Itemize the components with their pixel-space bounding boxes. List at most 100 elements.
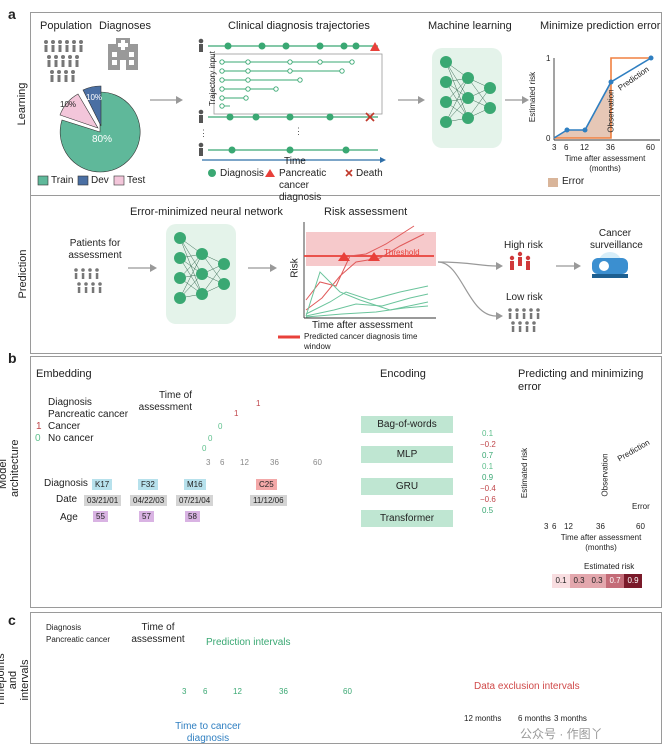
split-pie-chart: [59, 85, 141, 173]
age-1: 55: [93, 511, 108, 522]
date-4: 11/12/06: [250, 495, 287, 506]
b-chart-xtick-6: 6: [552, 522, 557, 531]
risk-assessment-title: Risk assessment: [324, 206, 408, 218]
low-risk-icon: [508, 308, 540, 332]
legend-test: Test: [127, 175, 146, 186]
code-m16: M16: [184, 479, 206, 490]
exclusion-12: 12 months: [464, 714, 502, 723]
side-model-architecture: Model architecture: [0, 439, 21, 497]
encoding-title: Encoding: [380, 368, 426, 380]
b-chart-error: Error: [632, 502, 650, 511]
b-chart-xtick-3: 3: [544, 522, 549, 531]
legend-dev: Dev: [91, 175, 109, 186]
legend-train: Train: [51, 175, 74, 186]
svg-text:⋮: ⋮: [294, 126, 303, 136]
error-legend: Error: [562, 176, 585, 187]
panel-a-label: a: [8, 6, 16, 22]
c-tick-36: 36: [279, 687, 288, 696]
vec-0: 0.1: [482, 429, 494, 438]
hospital-icon: [108, 38, 138, 70]
death-cross-icon: [365, 112, 375, 122]
risk-assessment-ylabel: Risk: [289, 258, 301, 278]
diagnosis-dots: [224, 42, 360, 154]
time-to-cancer-label: Time to cancer diagnosis: [175, 721, 241, 744]
b-tick-6: 6: [220, 458, 225, 467]
encoder-transformer: Transformer: [361, 510, 453, 527]
legend-b-diagnosis: Diagnosis: [48, 397, 92, 408]
risk-observation: Observation: [606, 89, 616, 133]
vec-4: 0.9: [482, 473, 494, 482]
patients-label: Patients for assessment: [68, 238, 122, 261]
time-of-assessment-c: Time of assessment: [131, 622, 185, 645]
date-1: 03/21/01: [84, 495, 122, 506]
b-tick-60: 60: [313, 458, 322, 467]
vec-5: −0.4: [480, 484, 496, 493]
legend-b-nocancer: No cancer: [48, 433, 94, 444]
high-risk-label: High risk: [504, 240, 543, 251]
risk-xtick-6: 6: [564, 143, 569, 152]
panel-c: [30, 612, 662, 744]
time-of-assessment-b: Time of assessment: [138, 390, 192, 413]
risk-xtick-60: 60: [646, 143, 655, 152]
risk-xlabel: Time after assessment (months): [564, 154, 646, 173]
risk-ytick-0: 0: [546, 134, 551, 143]
predicted-window-label: Predicted cancer diagnosis time window: [304, 332, 418, 351]
embedding-title: Embedding: [36, 368, 92, 380]
row-label-age: Age: [60, 512, 78, 523]
trajectory-input-box: [213, 53, 383, 115]
panel-a-divider: [30, 195, 660, 196]
nn-title: Error-minimized neural network: [130, 206, 283, 218]
legend-death: Death: [356, 168, 383, 179]
age-3: 58: [185, 511, 200, 522]
exclusion-6: 6 months: [518, 714, 551, 723]
panel-b-label: b: [8, 350, 17, 366]
interval-mark-3: 0: [218, 422, 223, 431]
encoder-bag-of-words: Bag-of-words: [361, 416, 453, 433]
c-tick-3: 3: [182, 687, 187, 696]
population-label: Population: [40, 20, 92, 32]
predicting-title: Predicting and minimizing error: [518, 368, 644, 393]
pie-label-dev: 10%: [86, 93, 103, 102]
risk-scale-3: 0.7: [606, 574, 624, 588]
b-chart-xtick-12: 12: [564, 522, 573, 531]
vec-2: 0.7: [482, 451, 494, 460]
time-label: Time: [284, 156, 306, 167]
side-timepoints: Timepoints and intervals: [0, 653, 31, 707]
risk-xtick-12: 12: [580, 143, 589, 152]
low-risk-label: Low risk: [506, 292, 543, 303]
neural-network-icon: [432, 48, 502, 148]
exclusion-3: 3 months: [554, 714, 587, 723]
interval-mark-5: 0: [202, 444, 207, 453]
legend-b-nocancer-num: 0: [35, 433, 41, 444]
interval-mark-2: 1: [234, 409, 239, 418]
surveillance-label: Cancer surveillance: [590, 228, 643, 251]
interval-mark-4: 0: [208, 434, 213, 443]
legend-pancreatic: Pancreatic cancer diagnosis: [279, 168, 327, 203]
risk-ylabel: Estimated risk: [528, 71, 538, 123]
risk-scale-title: Estimated risk: [584, 562, 635, 571]
legend-b-cancer-num: 1: [36, 421, 42, 432]
b-chart-observation: Observation: [600, 453, 610, 497]
date-2: 04/22/03: [130, 495, 168, 506]
data-exclusion-label: Data exclusion intervals: [474, 681, 580, 692]
ml-title: Machine learning: [428, 20, 512, 32]
encoder-gru: GRU: [361, 478, 453, 495]
risk-xtick-36: 36: [606, 143, 615, 152]
person-icons: [198, 38, 204, 156]
b-tick-36: 36: [270, 458, 279, 467]
legend-c-pancreatic: Pancreatic cancer: [46, 635, 111, 644]
risk-assessment-xlabel: Time after assessment: [312, 320, 413, 331]
population-icon: [44, 40, 83, 82]
date-3: 07/21/04: [176, 495, 214, 506]
b-chart-xtick-36: 36: [596, 522, 605, 531]
risk-chart-learning: [548, 55, 660, 187]
scanner-icon: [592, 252, 628, 278]
legend-b-pancreatic: Pancreatic cancer: [48, 409, 129, 420]
trajectory-lines: [208, 45, 378, 151]
b-tick-12: 12: [240, 458, 249, 467]
vec-7: 0.5: [482, 506, 494, 515]
svg-text:⋮: ⋮: [199, 128, 208, 138]
risk-ytick-1: 1: [546, 54, 551, 63]
b-chart-ylabel: Estimated risk: [520, 447, 530, 499]
watermark: 公众号 · 作图丫: [520, 727, 603, 741]
